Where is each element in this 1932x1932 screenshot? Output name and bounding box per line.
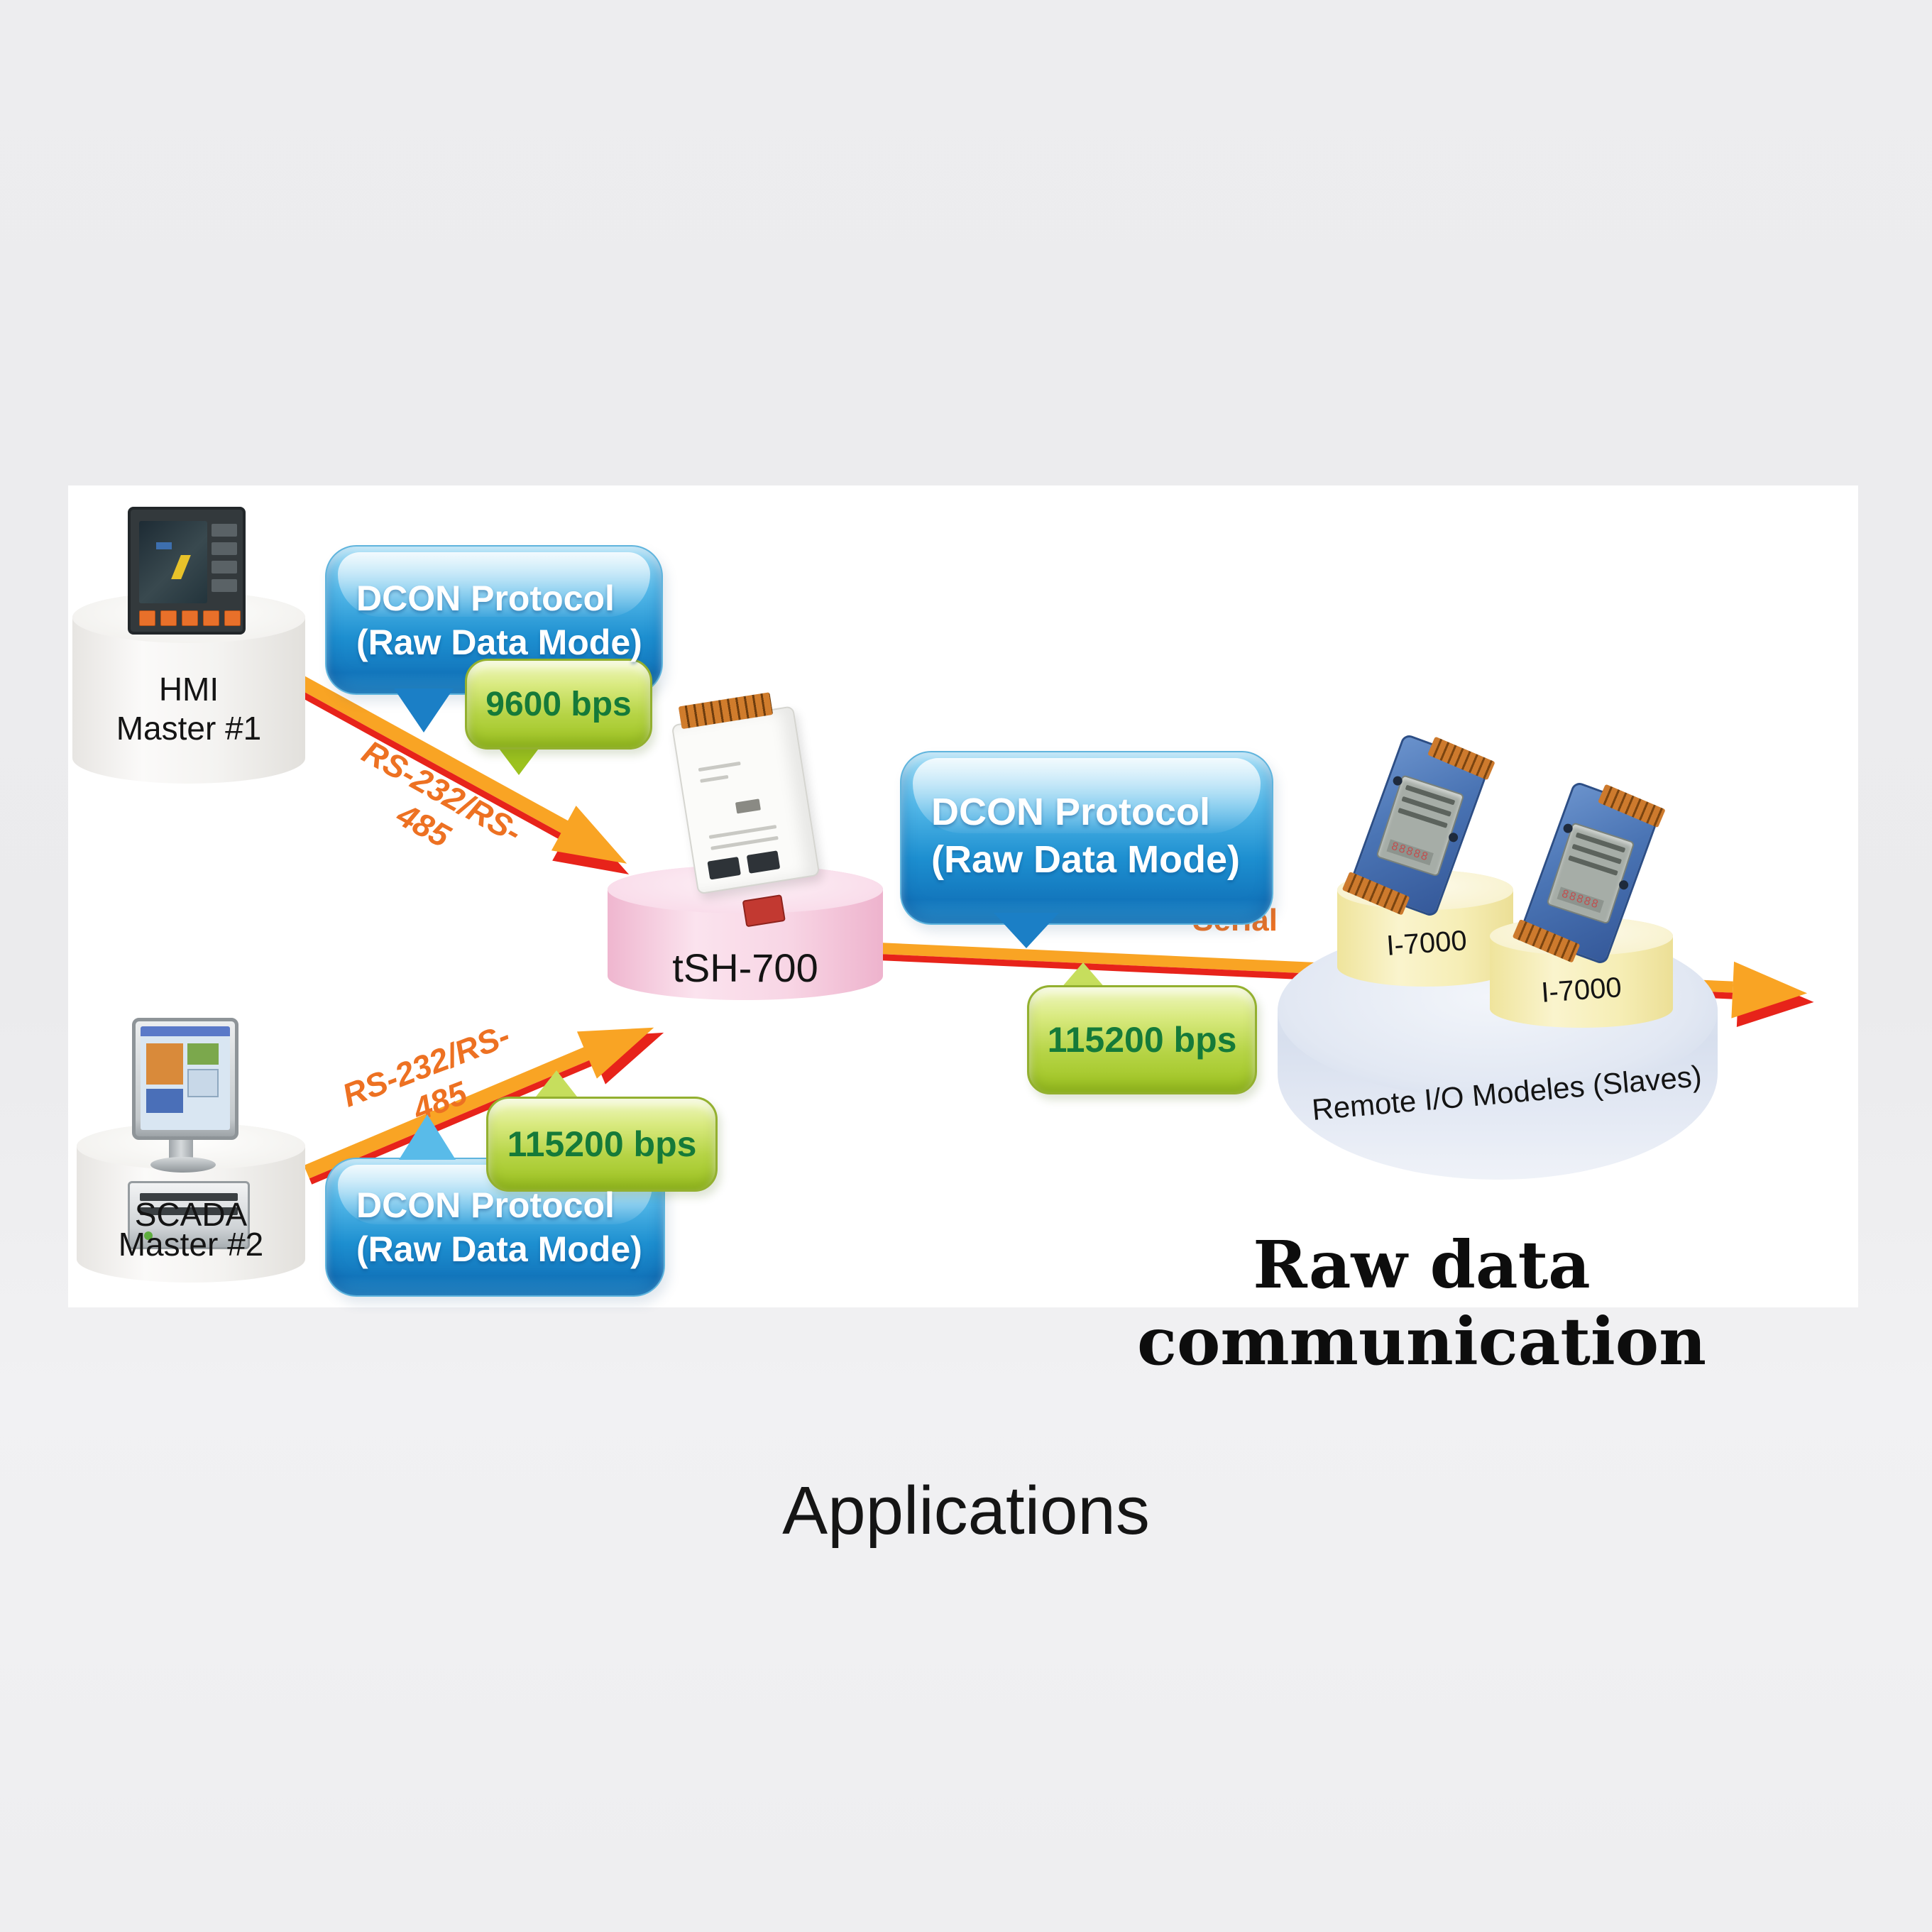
hmi-speed-badge: 9600 bps bbox=[465, 659, 652, 750]
scada-protocol-line2: (Raw Data Mode) bbox=[356, 1229, 642, 1269]
scada-monitor-base bbox=[150, 1157, 216, 1173]
diagram-title: Raw data communication bbox=[1136, 1226, 1707, 1380]
scada-speed-badge: 115200 bps bbox=[486, 1097, 718, 1192]
center-protocol-line1: DCON Protocol bbox=[931, 790, 1211, 833]
scada-pc-icon bbox=[128, 1181, 250, 1249]
hmi-protocol-line2: (Raw Data Mode) bbox=[356, 622, 642, 662]
hmi-label-line2: Master #1 bbox=[116, 710, 262, 747]
hmi-device-screen bbox=[139, 521, 207, 603]
scada-monitor-stand bbox=[169, 1140, 193, 1158]
hmi-label-line1: HMI bbox=[158, 671, 219, 708]
center-protocol-bubble-tail bbox=[994, 913, 1059, 948]
center-protocol-bubble: DCON Protocol (Raw Data Mode) bbox=[900, 751, 1273, 925]
center-protocol-line2: (Raw Data Mode) bbox=[931, 838, 1241, 881]
scada-protocol-line1: DCON Protocol bbox=[356, 1185, 615, 1225]
hmi-protocol-line1: DCON Protocol bbox=[356, 578, 615, 618]
page-caption: Applications bbox=[782, 1473, 1150, 1549]
scada-label-line1: SCADA bbox=[134, 1196, 248, 1233]
center-speed-badge: 115200 bps bbox=[1027, 985, 1257, 1094]
hmi-protocol-bubble-tail bbox=[394, 688, 454, 732]
scada-protocol-bubble-tail bbox=[399, 1114, 456, 1160]
hmi-to-gateway-arrow bbox=[292, 674, 630, 875]
scada-label-line2: Master #2 bbox=[118, 1226, 264, 1263]
hmi-device-icon bbox=[128, 507, 246, 635]
gateway-label: tSH-700 bbox=[672, 945, 818, 990]
scada-monitor-icon bbox=[132, 1018, 238, 1140]
hmi-device-buttons bbox=[139, 610, 241, 626]
